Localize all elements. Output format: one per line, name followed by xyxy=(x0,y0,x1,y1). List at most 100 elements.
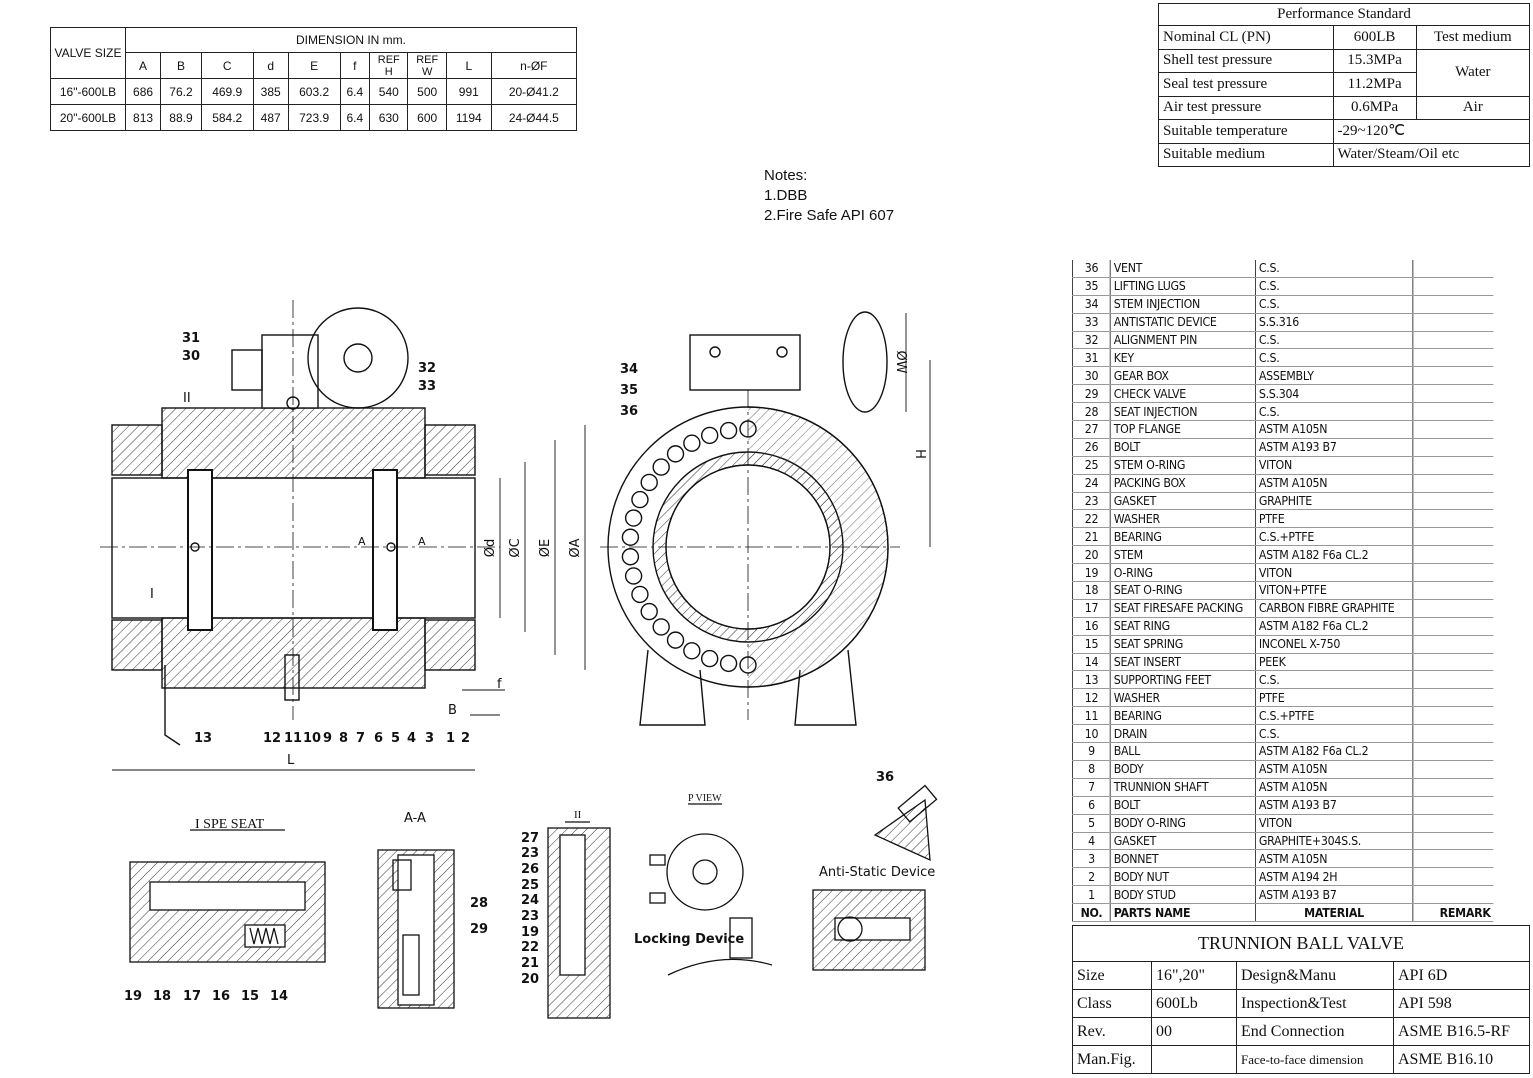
tb-value: ASME B16.5-RF xyxy=(1393,1017,1530,1046)
parts-cell-no: 23 xyxy=(1071,492,1111,511)
parts-cell-name: BODY xyxy=(1110,760,1256,779)
parts-cell-material: C.S. xyxy=(1255,348,1413,368)
main-balloons: 31 30 32 33 13 12 11 10 9 8 7 6 5 4 3 1 … xyxy=(182,331,470,746)
support-foot xyxy=(164,665,181,746)
notes: Notes: 1.DBB 2.Fire Safe API 607 xyxy=(764,166,894,226)
valve-size-header: VALVE SIZE xyxy=(50,27,126,79)
parts-cell-remark xyxy=(1411,527,1494,547)
parts-cell-no: 6 xyxy=(1071,796,1111,815)
right-flange-top xyxy=(424,424,476,476)
parts-cell-no: 22 xyxy=(1071,509,1111,529)
ii-detail xyxy=(547,821,611,1019)
right-flange-bottom xyxy=(424,619,476,671)
parts-cell-remark xyxy=(1411,814,1494,833)
pview-title: P VIEW xyxy=(688,793,722,804)
flange-bolt xyxy=(666,631,685,649)
balloon: 5 xyxy=(391,731,400,746)
parts-cell-name: GASKET xyxy=(1110,832,1256,851)
parts-cell-name: BODY O-RING xyxy=(1110,814,1256,833)
dim-label-c: ØC xyxy=(508,538,523,557)
dim-value-cell: 991 xyxy=(445,78,492,105)
balloon: 34 xyxy=(620,362,638,377)
parts-cell-material: C.S. xyxy=(1255,402,1413,422)
perf-value: 0.6MPa xyxy=(1332,95,1417,120)
perf-label: Nominal CL (PN) xyxy=(1158,25,1334,50)
parts-cell-name: WASHER xyxy=(1110,509,1256,529)
perf-label: Suitable temperature xyxy=(1158,119,1334,144)
tb-key: Inspection&Test xyxy=(1236,989,1394,1018)
dim-value-cell: 76.2 xyxy=(160,78,202,105)
balloon: 14 xyxy=(270,989,288,1004)
dim-value-cell: 20-Ø41.2 xyxy=(490,78,578,105)
dim-value-cell: 603.2 xyxy=(287,78,341,105)
parts-cell-remark xyxy=(1411,617,1494,636)
section-mark: A xyxy=(358,535,366,548)
dim-col-header: REF W xyxy=(407,52,447,79)
parts-cell-no: 35 xyxy=(1071,277,1111,296)
parts-cell-name: SEAT SPRING xyxy=(1110,635,1256,654)
dim-value-cell: 600 xyxy=(407,104,447,131)
body-top-wall xyxy=(161,407,426,479)
parts-cell-material: C.S.+PTFE xyxy=(1255,527,1413,547)
parts-cell-remark xyxy=(1411,366,1494,386)
balloon: 27 xyxy=(521,831,539,846)
dim-value-cell: 469.9 xyxy=(200,78,254,105)
balloon: 15 xyxy=(241,989,259,1004)
parts-cell-material: C.S. xyxy=(1255,260,1413,278)
perf-label: Shell test pressure xyxy=(1158,48,1334,73)
parts-cell-remark xyxy=(1411,581,1494,600)
parts-cell-no: 20 xyxy=(1071,545,1111,565)
tb-value: ASME B16.10 xyxy=(1393,1045,1530,1074)
dim-size-cell: 20"-600LB xyxy=(50,104,126,131)
left-flange-top xyxy=(111,424,163,476)
parts-cell-material: ASTM A193 B7 xyxy=(1255,796,1413,815)
parts-cell-no: 26 xyxy=(1071,438,1111,457)
parts-cell-no: 32 xyxy=(1071,331,1111,350)
parts-cell-remark xyxy=(1411,313,1494,332)
flange-bolt xyxy=(652,458,670,476)
dim-col-header: n-ØF xyxy=(490,52,578,79)
dim-col-header: f xyxy=(339,52,371,79)
parts-cell-remark xyxy=(1411,402,1494,422)
parts-cell-remark xyxy=(1411,778,1494,797)
parts-cell-material: S.S.304 xyxy=(1255,384,1413,404)
bore xyxy=(111,477,476,619)
parts-cell-name: BEARING xyxy=(1110,706,1256,726)
parts-cell-no: 5 xyxy=(1071,814,1111,833)
parts-cell-material: ASTM A105N xyxy=(1255,760,1413,779)
parts-cell-remark xyxy=(1411,545,1494,565)
parts-cell-no: 31 xyxy=(1071,348,1111,368)
parts-cell-name: BOLT xyxy=(1110,438,1256,457)
balloon: 26 xyxy=(521,862,539,877)
parts-cell-remark xyxy=(1411,492,1494,511)
dim-label-i: I xyxy=(150,587,154,602)
parts-cell-remark xyxy=(1411,420,1494,439)
tb-key: Class xyxy=(1072,989,1152,1018)
balloon: 17 xyxy=(183,989,201,1004)
parts-cell-material: VITON xyxy=(1255,814,1413,833)
dim-label-e: ØE xyxy=(538,539,553,557)
parts-cell-name: DRAIN xyxy=(1110,724,1256,744)
parts-cell-material: S.S.316 xyxy=(1255,313,1413,332)
parts-cell-no: 18 xyxy=(1071,581,1111,600)
parts-cell-material: VITON xyxy=(1255,456,1413,475)
dim-label-a: ØA xyxy=(568,538,583,557)
side-view xyxy=(600,311,931,726)
flange-bolt xyxy=(621,548,640,566)
drain-plug xyxy=(284,654,300,701)
dim-label-ii: II xyxy=(183,391,191,406)
